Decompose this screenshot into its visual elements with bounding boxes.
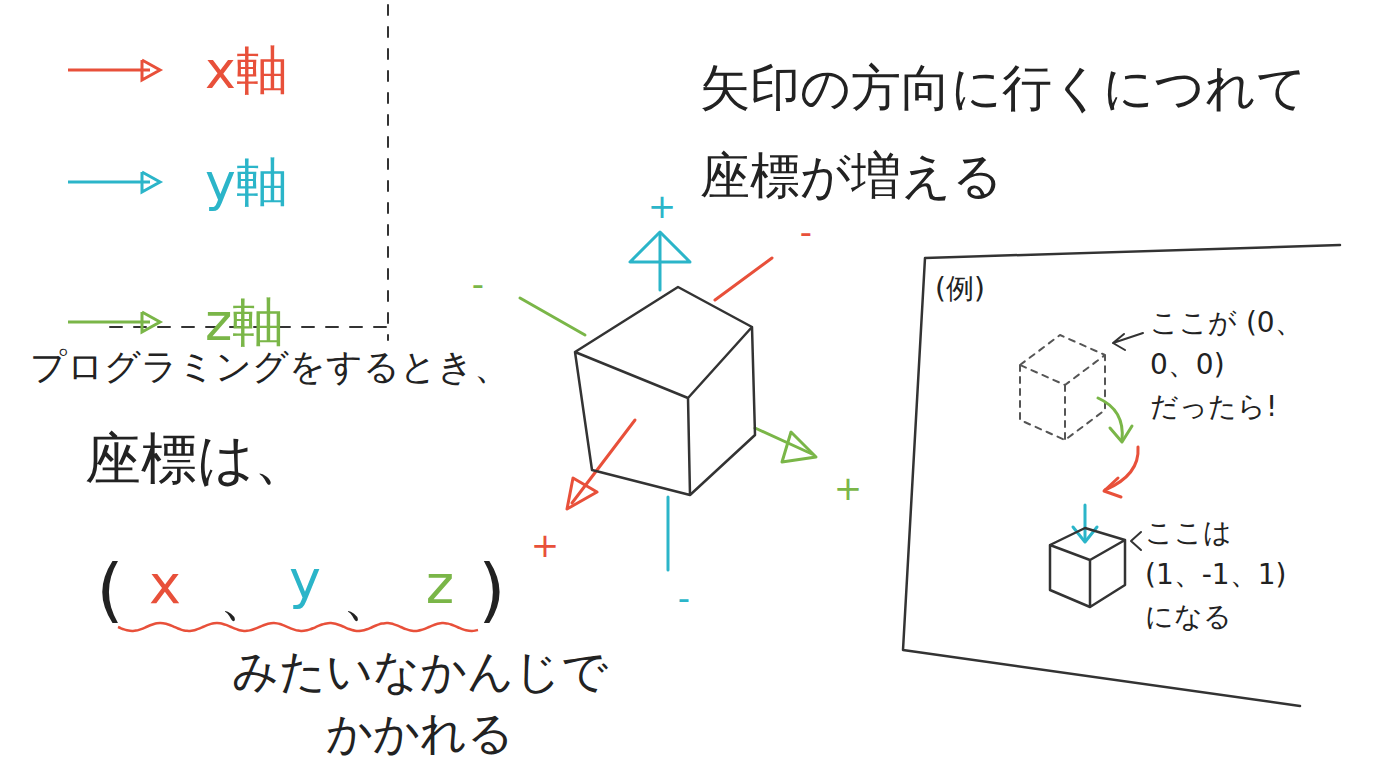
coord-y: y — [289, 548, 321, 613]
legend-arrow — [68, 60, 160, 80]
z-axis-line — [755, 428, 812, 454]
x-move-arrowhead — [1104, 478, 1121, 497]
x-arrowhead — [567, 478, 597, 509]
axis-sign: + — [834, 468, 863, 509]
legend-arrowhead — [142, 312, 160, 332]
axis-sign: + — [531, 525, 560, 566]
z-axis-line — [520, 298, 585, 335]
y-move-arrow — [1084, 505, 1087, 540]
origin-cube — [1020, 335, 1105, 440]
title: 矢印の方向に行くにつれて 座標が増える — [700, 45, 1340, 220]
axis-sign: - — [678, 578, 690, 619]
x-axis-line — [715, 258, 772, 300]
legend-arrow-line — [68, 181, 150, 184]
coord-x: x — [149, 553, 181, 618]
panel-border — [903, 245, 1340, 706]
y-arrowhead — [630, 232, 690, 262]
wavy-underline — [118, 623, 478, 631]
coord-z: z — [426, 553, 454, 618]
legend-arrow — [68, 312, 160, 332]
legend-arrowhead — [142, 60, 160, 80]
note-text: プログラミングをするとき、 — [30, 345, 510, 388]
cube — [575, 287, 755, 495]
legend-arrow-line — [68, 321, 150, 324]
example-note: ここは (1、-1、1) になる — [1145, 512, 1310, 638]
paren: ) — [478, 548, 505, 632]
legend-arrowhead — [142, 172, 160, 192]
example-heading: (例) — [935, 268, 985, 310]
axis-sign: - — [472, 264, 484, 305]
y-axis-line — [667, 497, 670, 570]
z-arrowhead — [782, 432, 816, 462]
z-move-arrowhead — [1110, 426, 1132, 442]
legend-label: x軸 — [205, 39, 288, 101]
paren: ( — [96, 548, 123, 632]
note-text: みたいなかんじで かかれる — [190, 640, 650, 764]
legend-arrow-line — [68, 69, 150, 72]
separator: 、 — [220, 568, 270, 628]
z-move-arrow — [1098, 398, 1122, 440]
legend-label: z軸 — [205, 291, 284, 353]
note-text: 座標は、 — [85, 425, 310, 492]
example-panel: (例) ここが (0、0、0) だったら! ここは (1、-1、1) になる — [900, 240, 1345, 710]
separator: 、 — [343, 568, 393, 628]
pointer-chevron — [1131, 532, 1141, 550]
moved-cube — [1050, 528, 1125, 607]
dashed-divider — [387, 5, 389, 340]
pointer-arrow — [1113, 333, 1143, 350]
example-note: ここが (0、0、0) だったら! — [1150, 302, 1315, 428]
legend-label: y軸 — [205, 151, 288, 213]
axis-sign: + — [648, 186, 677, 227]
x-axis-line — [572, 420, 635, 503]
legend-arrow — [68, 172, 160, 192]
axis-sign: - — [800, 212, 812, 253]
